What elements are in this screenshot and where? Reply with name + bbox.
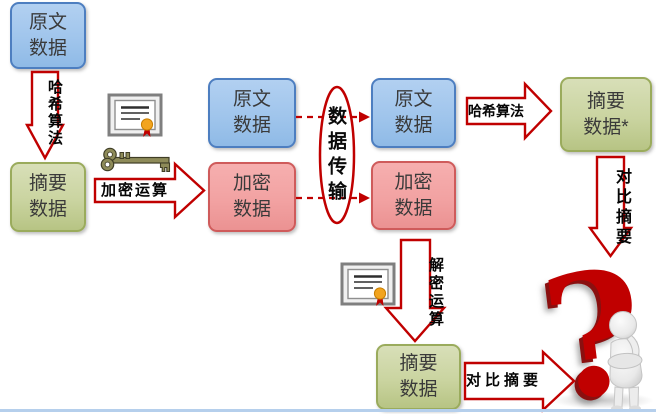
dashed-arrow-encrypted [296, 192, 370, 204]
hash-algorithm-label: 哈希算法 [46, 79, 63, 147]
transmission-label: 数据传输 [325, 106, 346, 206]
compare-digest-down-arrow: 对比摘要 [587, 155, 634, 259]
box-digest-data-sender: 摘要 数据 [10, 162, 86, 232]
transmission-ellipse [318, 85, 356, 225]
thinking-person-icon [607, 311, 643, 412]
box-encrypted-data-post-transmit: 加密 数据 [371, 161, 456, 230]
down-arrow-shape [24, 70, 66, 161]
box-original-data-post-transmit: 原文 数据 [371, 78, 456, 148]
decrypt-operation-down-arrow: 解密运算 [383, 238, 447, 343]
key-icon [100, 147, 171, 173]
box-digest-data-computed: 摘要 数据* [560, 77, 652, 152]
encrypt-operation-right-arrow: 加密运算 [93, 161, 206, 220]
right-arrow-shape [465, 81, 553, 141]
dashed-arrow-original [296, 111, 370, 123]
hash-algorithm-label: 哈希算法 [468, 103, 524, 119]
box-original-data-sender: 原文 数据 [10, 2, 86, 69]
box-original-data-pre-transmit: 原文 数据 [208, 78, 296, 148]
box-digest-data-decrypted: 摘要 数据 [376, 344, 461, 410]
hash-algorithm-down-arrow: 哈希算法 [24, 70, 66, 161]
compare-digest-right-arrow: 对比摘要 [463, 349, 576, 413]
hash-algorithm-right-arrow: 哈希算法 [465, 81, 553, 141]
right-arrow-shape [463, 349, 576, 413]
down-arrow-shape [587, 155, 634, 259]
bottom-divider [0, 409, 656, 412]
certificate-icon [107, 93, 163, 137]
decrypt-operation-label: 解密运算 [427, 257, 444, 329]
down-arrow-shape [383, 238, 447, 343]
compare-digest-label: 对比摘要 [613, 168, 630, 248]
right-arrow-shape [93, 161, 206, 220]
certificate-icon [340, 262, 396, 306]
encrypt-operation-label: 加密运算 [100, 182, 169, 199]
ground-shadow [552, 392, 654, 409]
box-encrypted-data-pre-transmit: 加密 数据 [208, 162, 296, 232]
compare-digest-label: 对比摘要 [465, 372, 542, 389]
